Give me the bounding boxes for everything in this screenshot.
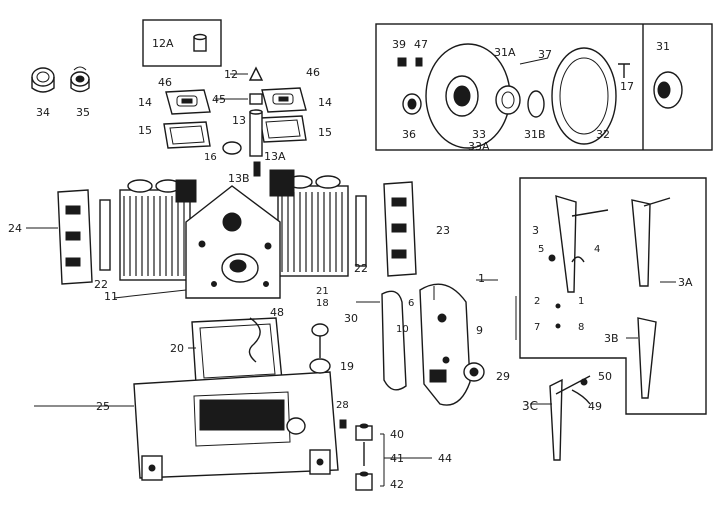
label-9: 9 [476,324,483,337]
label-3: 3 [532,224,539,237]
label-33a: 33A [468,140,490,153]
label-6: 6 [408,298,414,309]
part-labels: 12A 34 35 46 12 46 14 45 14 13 15 15 16 … [8,37,693,491]
label-42: 42 [390,478,404,491]
label-47: 47 [414,38,428,51]
tube-13 [249,109,263,157]
label-46-left: 46 [158,76,172,89]
parts-2-7-1-8 [515,296,561,340]
cylinder-head-24 [57,189,93,285]
clip-13a [253,161,261,177]
gasket-right [259,115,307,143]
label-31b: 31B [524,128,546,141]
label-1: 1 [478,272,485,285]
seal-29 [463,362,485,382]
seal-16 [222,141,242,155]
label-13b: 13B [228,172,250,185]
engine-block [119,169,349,299]
label-16: 16 [204,152,217,163]
label-18: 18 [316,298,329,309]
leader-lines [26,57,676,407]
valve-cover-left [165,89,211,115]
label-37: 37 [538,48,552,61]
label-22-left: 22 [94,278,108,291]
part-3c [549,375,591,461]
head-gasket-22-right [355,195,367,267]
label-14-right: 14 [318,96,332,109]
valve-cover-right [261,87,307,113]
label-25: 25 [96,400,110,413]
label-29: 29 [496,370,510,383]
dipstick-48 [248,317,261,363]
label-3b: 3B [604,332,619,345]
label-34: 34 [36,106,50,119]
breather-12 [248,66,264,105]
head-gasket-22-left [99,199,111,271]
bolt-42 [355,471,373,491]
part-28 [339,419,347,429]
label-1b: 1 [578,296,584,307]
label-15-right: 15 [318,126,332,139]
label-3c: 3C [522,399,538,413]
inset-linkage [519,177,707,415]
label-39: 39 [392,38,406,51]
label-28: 28 [336,400,349,411]
label-22-right: 22 [354,262,368,275]
label-35: 35 [76,106,90,119]
label-5: 5 [538,244,544,255]
gasket-10 [381,290,407,391]
label-2: 2 [534,296,540,307]
label-32: 32 [596,128,610,141]
label-13: 13 [232,114,246,127]
label-49: 49 [588,400,602,413]
label-23: 23 [436,224,450,237]
label-10: 10 [396,324,409,335]
label-21: 21 [316,286,329,297]
label-11: 11 [104,290,118,303]
inset-clutch [375,23,713,151]
label-20: 20 [170,342,184,355]
label-33: 33 [472,128,486,141]
label-30: 30 [344,312,358,325]
label-7: 7 [534,322,540,333]
oil-pan-25 [133,371,339,481]
label-17: 17 [620,80,634,93]
gasket-left [163,121,211,149]
bracket-44 [380,433,432,487]
label-24: 24 [8,222,22,235]
part-18-21 [311,323,329,358]
label-12a: 12A [152,37,174,50]
label-8: 8 [578,322,584,333]
label-3a: 3A [678,276,693,289]
label-31a: 31A [494,46,516,59]
label-40: 40 [390,428,404,441]
gear-cover-9 [419,283,471,406]
label-36: 36 [402,128,416,141]
label-31: 31 [656,40,670,53]
label-45: 45 [212,93,226,106]
cylinder-head-23 [383,181,417,277]
label-46-right: 46 [306,66,320,79]
label-41: 41 [390,452,404,465]
label-12: 12 [224,68,238,81]
label-15-left: 15 [138,124,152,137]
label-44: 44 [438,452,452,465]
inset-12a [142,19,222,67]
label-4: 4 [594,244,600,255]
bearing-34 [31,67,55,93]
bearing-35 [70,66,90,93]
label-14-left: 14 [138,96,152,109]
label-13a: 13A [264,150,286,163]
label-50: 50 [598,370,612,383]
part-19 [309,358,331,374]
bolt-40 [355,423,373,441]
label-48: 48 [270,306,284,319]
pan-gasket-20 [191,317,283,385]
label-19: 19 [340,360,354,373]
